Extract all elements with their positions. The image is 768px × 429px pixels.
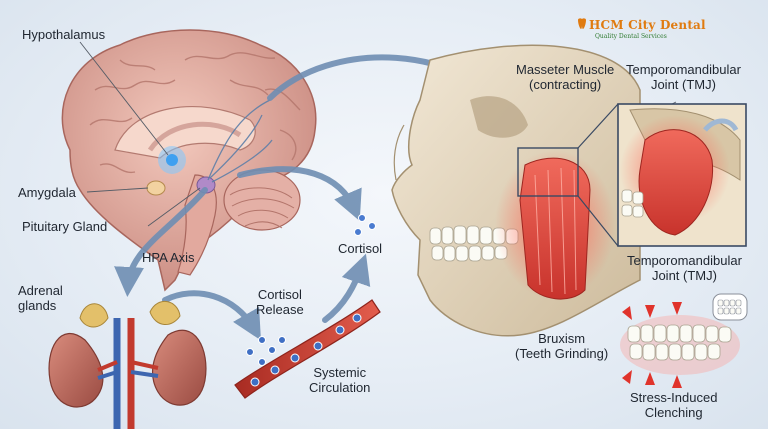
label-amygdala: Amygdala: [18, 185, 76, 200]
brand-name: HCM City Dental: [589, 18, 706, 32]
label-masseter-muscle: Masseter Muscle(contracting): [516, 62, 614, 92]
adrenal-glands-kidneys: [49, 301, 206, 429]
label-pituitary-gland: Pituitary Gland: [22, 219, 107, 234]
brand-tagline: Quality Dental Services: [595, 33, 706, 40]
label-cortisol: Cortisol: [338, 241, 382, 256]
clenching-teeth: [620, 294, 747, 388]
tmj-inset: [618, 104, 746, 246]
brand-logo: HCM City Dental Quality Dental Services: [577, 18, 706, 40]
label-hypothalamus: Hypothalamus: [22, 27, 105, 42]
label-bruxism: Bruxism(Teeth Grinding): [515, 331, 608, 361]
label-hpa-axis: HPA Axis: [142, 250, 195, 265]
